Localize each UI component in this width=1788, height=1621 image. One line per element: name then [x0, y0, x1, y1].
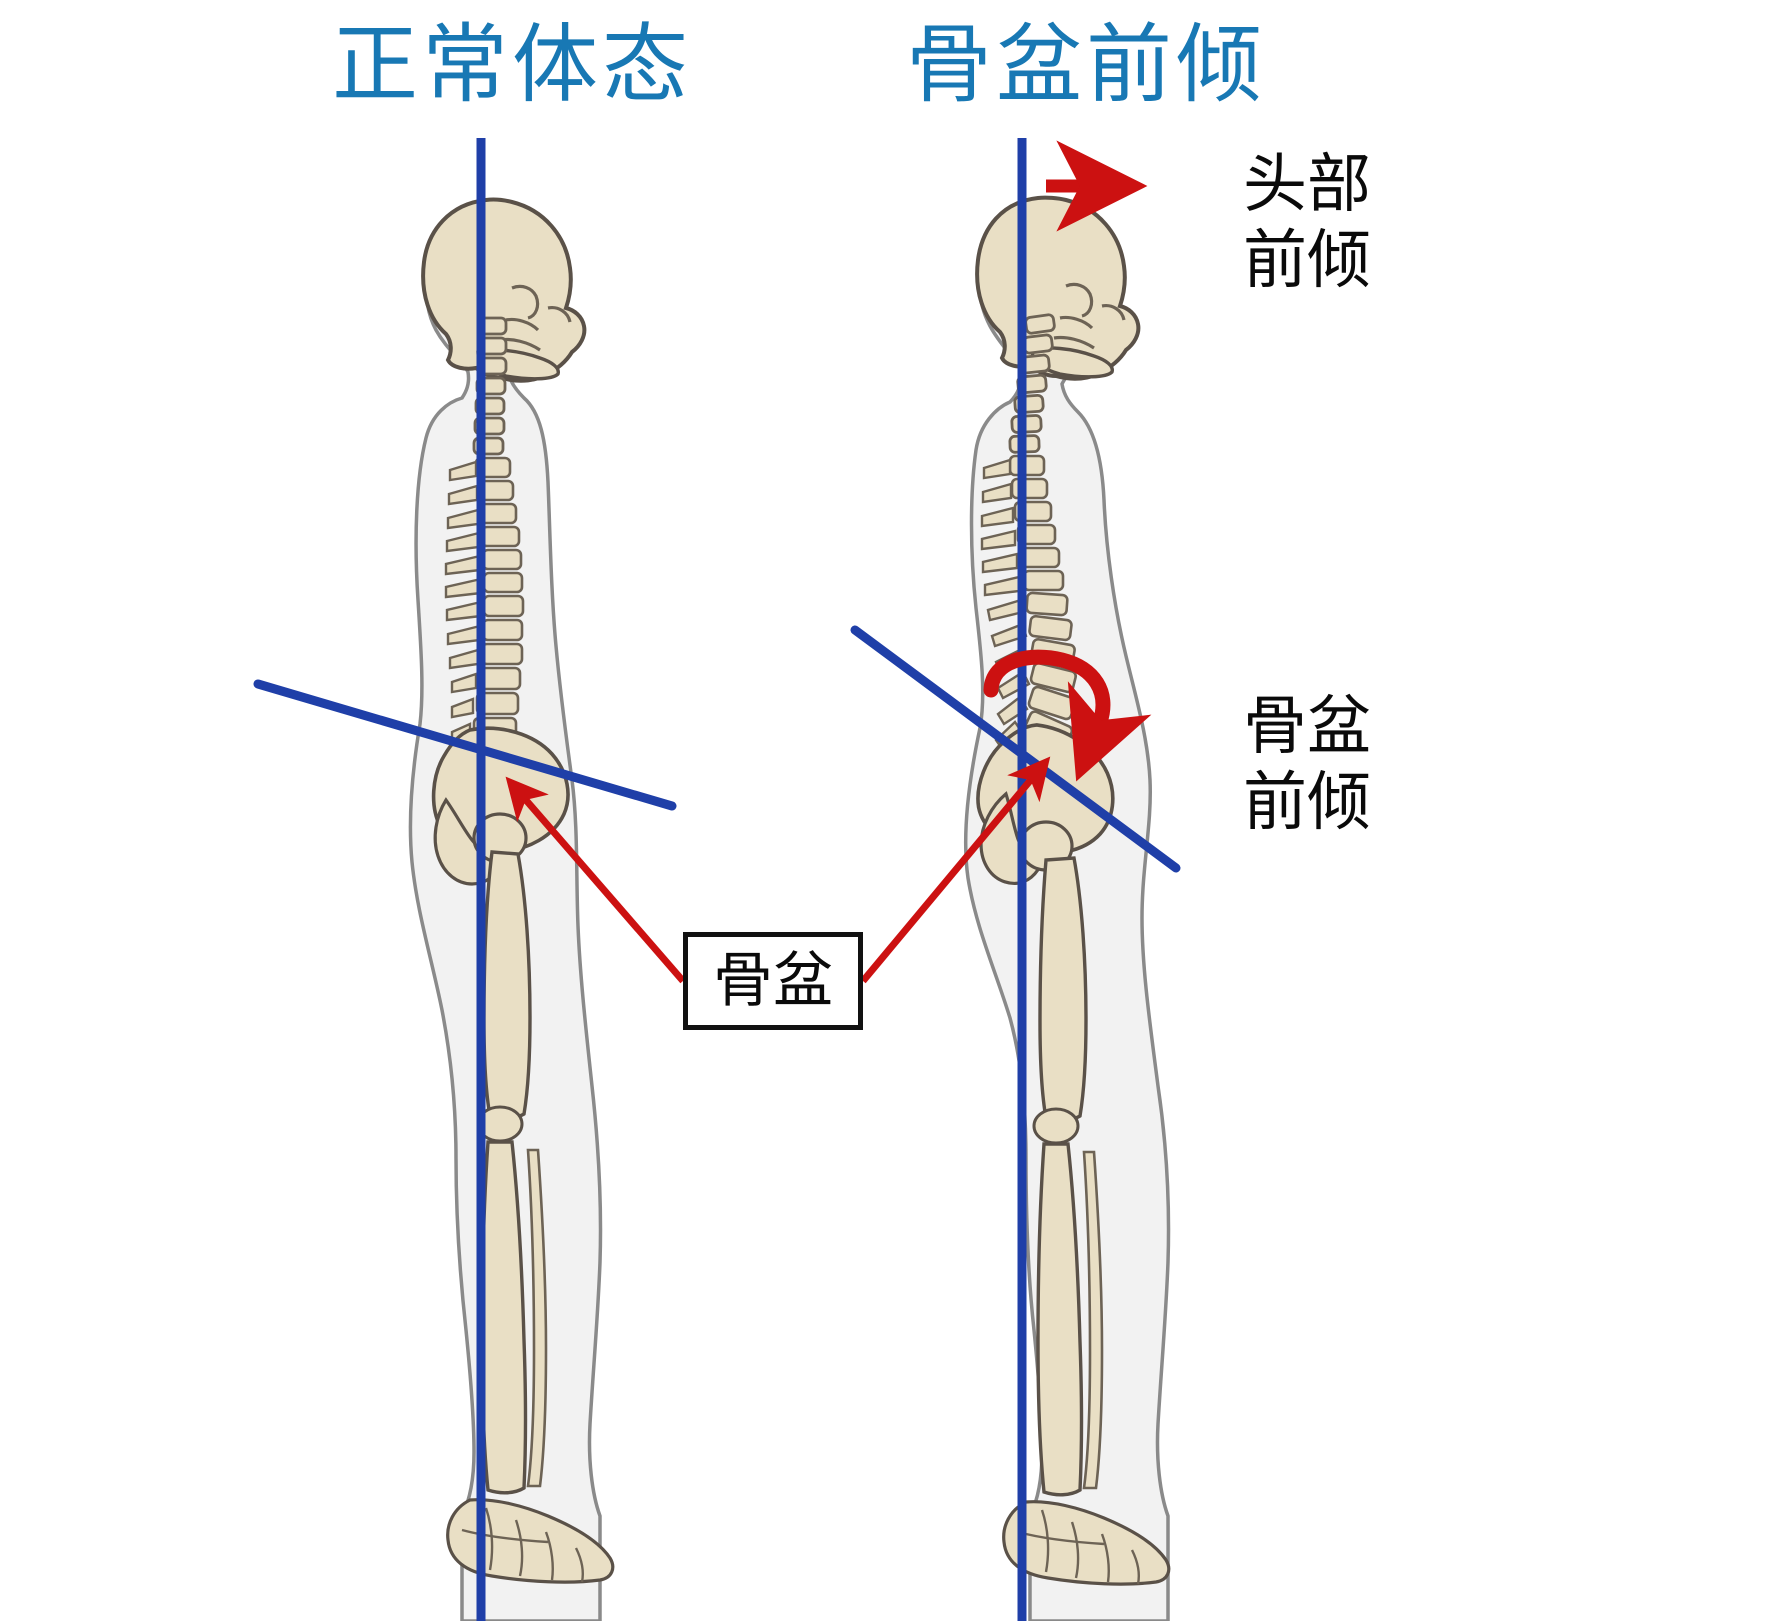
fibula-left	[526, 1148, 548, 1488]
spinous-processes-left	[444, 460, 483, 744]
label-forward-head: 头部 前倾	[1243, 148, 1371, 298]
facial-bones-left	[495, 284, 572, 368]
pelvis-leader-left	[505, 776, 686, 984]
pelvis-leader-right	[860, 756, 1051, 984]
pelvic-reference-line-left	[253, 679, 677, 811]
tarsal-bones-right	[1017, 1509, 1140, 1585]
facial-bones-right	[1049, 282, 1126, 366]
label-anterior-pelvic-tilt: 骨盆 前倾	[1243, 690, 1371, 840]
pelvis-callout-label: 骨盆	[713, 946, 833, 1016]
pelvic-reference-line-right	[850, 625, 1181, 873]
figure-normal-posture	[408, 197, 615, 1621]
fibula-right	[1082, 1150, 1104, 1490]
tarsal-bones-left	[461, 1507, 584, 1583]
title-anterior-pelvic-tilt: 骨盆前倾	[906, 15, 1266, 115]
pelvis-rotation-arrow	[983, 649, 1152, 782]
pelvis-callout-box: 骨盆	[683, 932, 863, 1030]
title-normal-posture: 正常体态	[332, 15, 692, 115]
tibia-right	[1036, 1142, 1084, 1497]
